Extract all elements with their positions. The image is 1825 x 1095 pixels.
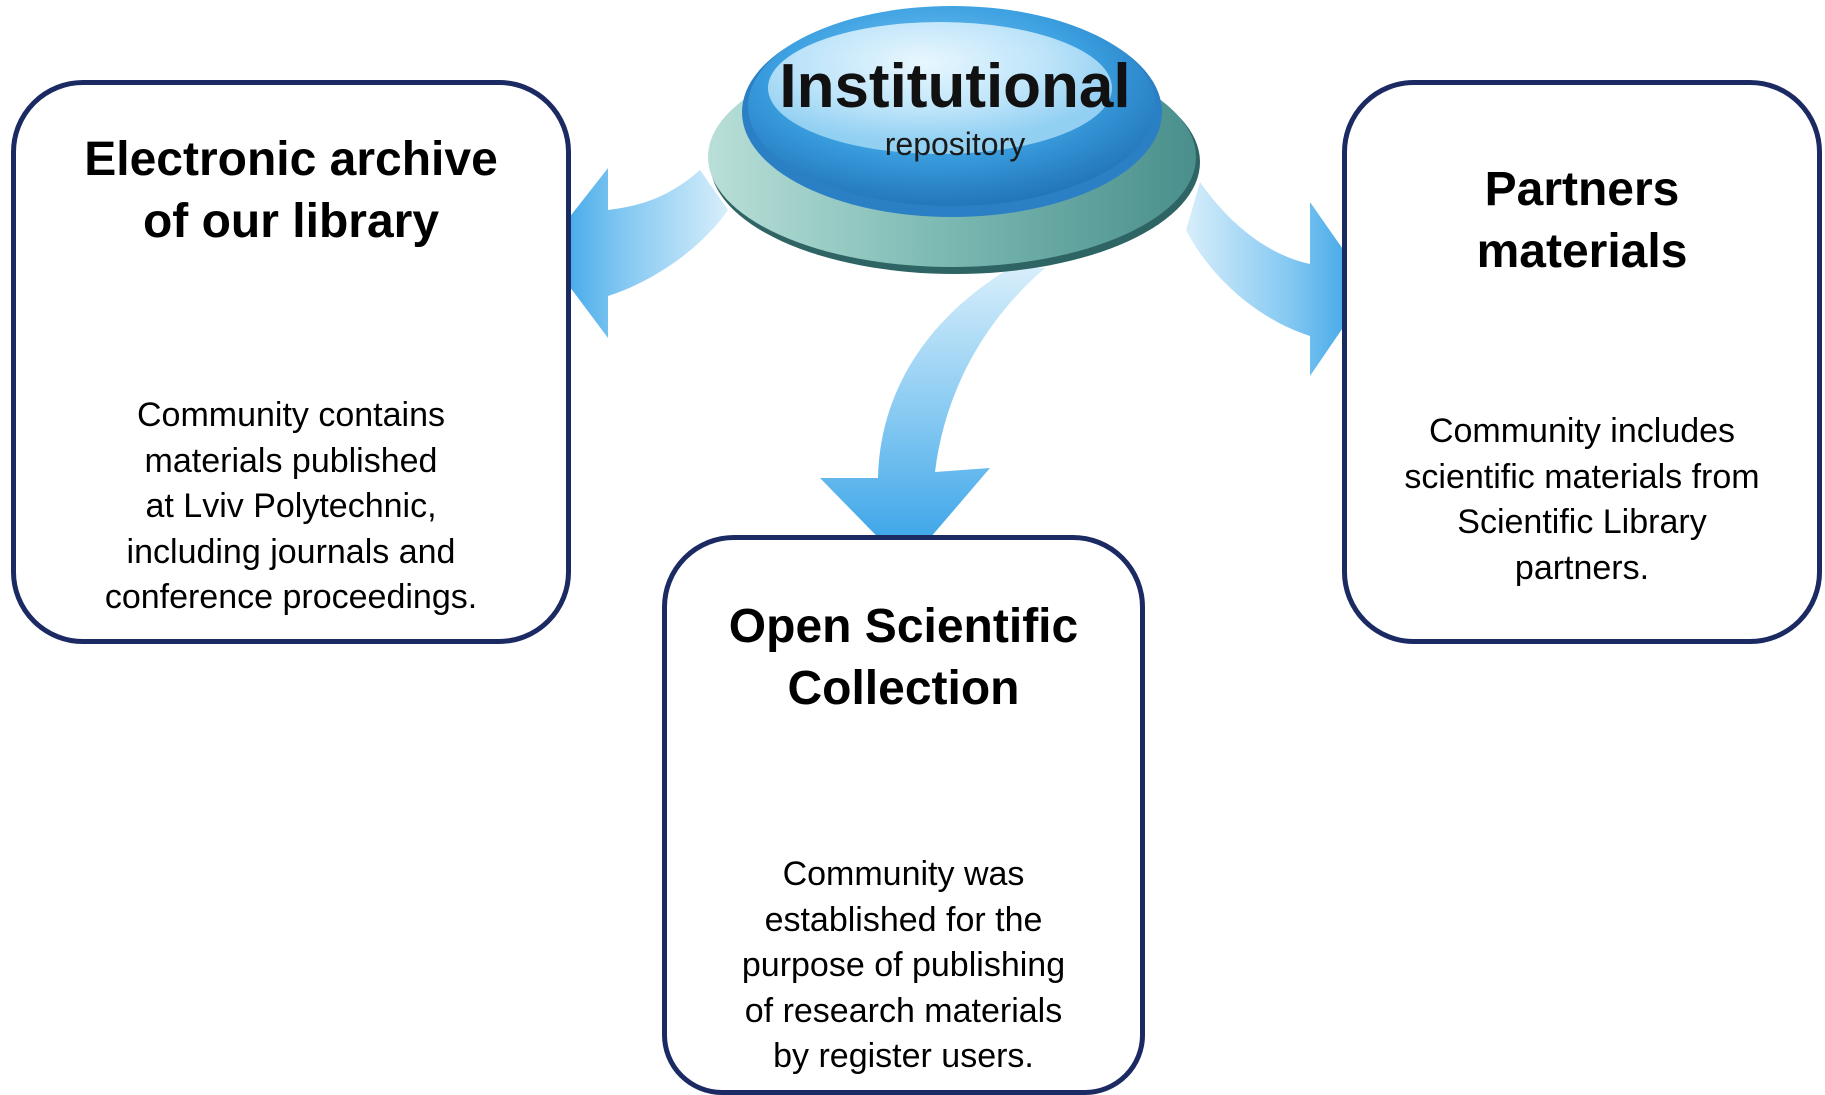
partners-materials-box: Partners materials Community includes sc… xyxy=(1342,80,1822,644)
hub-disc xyxy=(708,6,1200,274)
electronic-archive-description: Community contains materials published a… xyxy=(104,396,478,616)
open-scientific-collection-box: Open Scientific Collection Community was… xyxy=(662,535,1145,1095)
partners-materials-description: Community includes scientific materials … xyxy=(1404,412,1760,587)
hub-title: Institutional xyxy=(779,52,1131,121)
arrow-to-partners-materials xyxy=(1186,182,1370,376)
electronic-archive-box: Electronic archive of our library Commun… xyxy=(11,80,571,644)
arrow-to-electronic-archive xyxy=(543,168,728,338)
arrow-to-open-scientific-collection xyxy=(820,268,1045,566)
electronic-archive-title: Electronic archive of our library xyxy=(84,133,498,248)
open-scientific-collection-description: Community was established for the purpos… xyxy=(741,855,1066,1075)
hub-subtitle: repository xyxy=(884,126,1026,162)
open-scientific-collection-title: Open Scientific Collection xyxy=(728,600,1079,715)
partners-materials-title: Partners materials xyxy=(1476,163,1688,278)
